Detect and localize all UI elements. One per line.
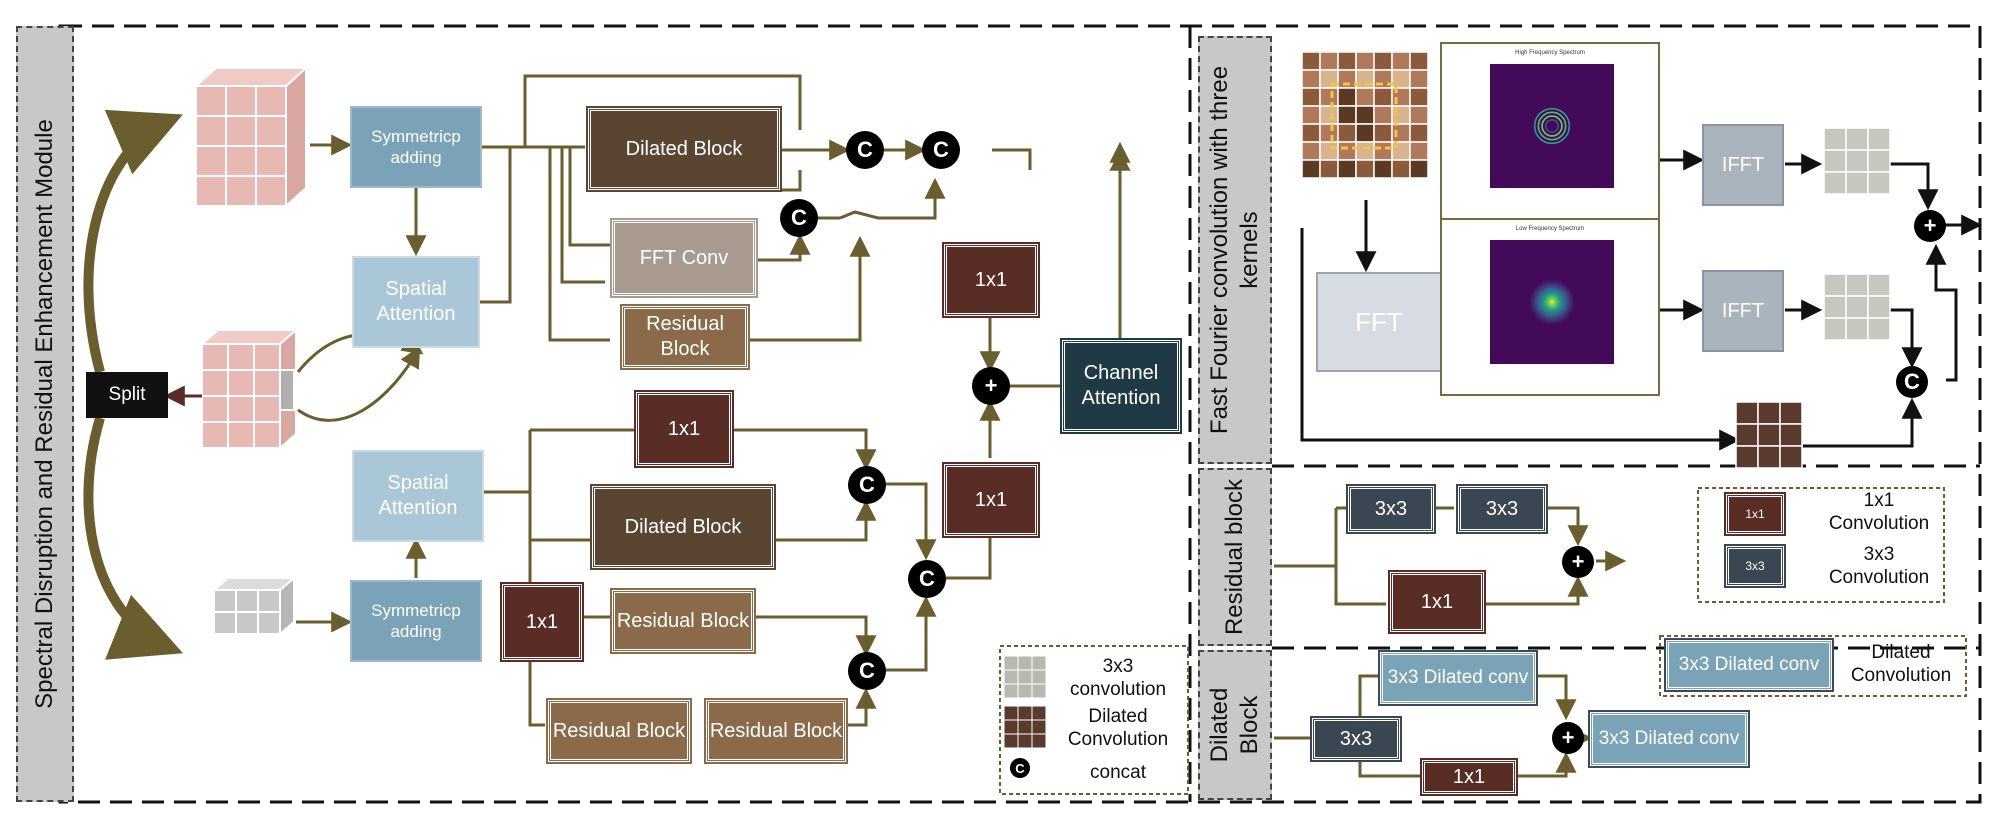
split-arrow-up [83, 109, 183, 374]
residual-section-title: Residual block [1221, 478, 1248, 636]
add-node: + [1552, 722, 1584, 754]
concat-node: C [780, 199, 818, 237]
concat-node: C [1896, 366, 1928, 398]
high-spectrum-plot [1490, 64, 1614, 188]
symmetric-padding-bottom: Symmetricp adding [350, 580, 482, 662]
module-title: Spectral Disruption and Residual Enhance… [31, 119, 58, 709]
dilated-conv-upper: 3x3 Dilated conv [1378, 650, 1538, 706]
spatial-attention-top: Spatial Attention [352, 256, 480, 348]
dilated-block-bottom: Dilated Block [590, 484, 776, 570]
split-block: Split [86, 372, 168, 418]
high-spectrum-title: High Frequency Spectrum [1515, 50, 1585, 56]
conv-1x1-bottom-top: 1x1 [634, 390, 734, 468]
legend-1x1-swatch: 1x1 [1724, 492, 1786, 536]
symmetric-padding-top: Symmetricp adding [350, 106, 482, 188]
ifft-block-top: IFFT [1702, 124, 1784, 206]
dilated-conv-3x3: 3x3 [1310, 716, 1402, 762]
spatial-attention-bottom: Spatial Attention [352, 450, 484, 542]
legend-dilated-conv-text: Dilated Convolution [1850, 642, 1952, 686]
dilated-section-title: Dilated Block [1206, 687, 1263, 763]
residual-block-bottom-right: Residual Block [704, 698, 848, 764]
residual-block-top: Residual Block [620, 304, 750, 370]
legend-dilated-conv-swatch: 3x3 Dilated conv [1664, 638, 1834, 692]
residual-conv-1x1: 1x1 [1388, 570, 1486, 634]
fft-block: FFT [1316, 272, 1442, 372]
conv-1x1-upper: 1x1 [942, 242, 1040, 318]
legend-left-frame [999, 645, 1189, 795]
legend-3x3-swatch: 3x3 [1724, 544, 1786, 588]
legend-concat-icon: C [1010, 758, 1030, 778]
residual-block-bottom-left: Residual Block [546, 698, 692, 764]
fft-conv-block: FFT Conv [610, 218, 758, 298]
concat-node: C [846, 131, 884, 169]
legend-3x3-text: 3x3 convolution [1069, 656, 1167, 700]
legend-1x1-text: 1x1 Convolution [1828, 490, 1930, 534]
fft-title-bar: Fast Fourier convolution with three kern… [1198, 36, 1272, 464]
legend-dilated-swatch [1003, 705, 1047, 749]
high-frequency-spectrum: High Frequency Spectrum [1440, 42, 1660, 220]
feature-cube-grey [211, 575, 297, 637]
fft-section-title: Fast Fourier convolution with three kern… [1206, 65, 1263, 435]
legend-concat-text: concat [1090, 762, 1146, 783]
low-spectrum-title: Low Frequency Spectrum [1515, 226, 1585, 232]
add-node: + [1914, 210, 1946, 242]
concat-node: C [908, 560, 946, 598]
channel-attention-block: Channel Attention [1060, 338, 1182, 434]
dilated-path-1x1: 1x1 [1420, 758, 1518, 796]
ifft-output-grid [1823, 127, 1891, 195]
feature-cube-middle [199, 327, 299, 451]
add-node: + [1562, 546, 1594, 578]
legend-right-frame [1697, 487, 1945, 603]
conv-1x1-bottom-left: 1x1 [500, 582, 584, 662]
low-spectrum-plot [1490, 240, 1614, 364]
residual-conv-3x3-b: 3x3 [1456, 484, 1548, 534]
residual-title-bar: Residual block [1198, 468, 1272, 646]
residual-conv-3x3-a: 3x3 [1346, 484, 1436, 534]
dilated-block-top: Dilated Block [586, 106, 782, 192]
legend-3x3-swatch [1003, 655, 1047, 699]
fft-input-grid [1301, 51, 1429, 179]
legend-3x3-text-right: 3x3 Convolution [1828, 544, 1930, 588]
add-node: + [972, 367, 1010, 405]
dilated-title-bar: Dilated Block [1198, 650, 1272, 800]
concat-node: C [922, 131, 960, 169]
split-arrow-down [83, 416, 183, 660]
residual-block-bottom-mid: Residual Block [610, 588, 756, 654]
legend-dilated-text: Dilated Convolution [1067, 706, 1169, 750]
feature-cube-top [193, 65, 309, 209]
dilated-kernel-grid [1735, 401, 1803, 469]
concat-node: C [848, 466, 886, 504]
conv-1x1-lower: 1x1 [942, 462, 1040, 538]
module-title-bar: Spectral Disruption and Residual Enhance… [16, 26, 74, 802]
ifft-output-grid [1823, 273, 1891, 341]
ifft-block-bottom: IFFT [1702, 270, 1784, 352]
dilated-conv-output: 3x3 Dilated conv [1588, 710, 1750, 768]
concat-node: C [848, 652, 886, 690]
low-frequency-spectrum: Low Frequency Spectrum [1440, 218, 1660, 396]
legend-dilated-frame [1659, 635, 1967, 697]
